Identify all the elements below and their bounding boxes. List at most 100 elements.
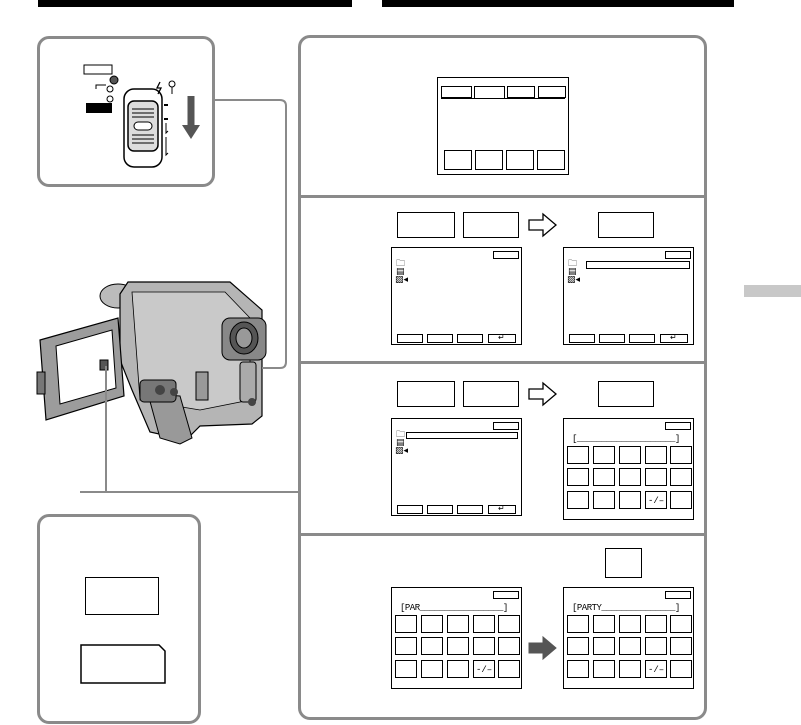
menu-key-1[interactable]	[444, 150, 472, 170]
keypad-key[interactable]	[593, 446, 615, 464]
key-1[interactable]	[397, 505, 423, 514]
keypad-key[interactable]	[421, 660, 443, 678]
step4-button[interactable]	[605, 548, 642, 578]
title-screen-2b: 🗀 ▤ ▨◂ ↵	[563, 247, 694, 345]
step2-button-c[interactable]	[598, 212, 654, 238]
keypad-key[interactable]	[473, 615, 495, 633]
key-2[interactable]	[427, 505, 453, 514]
highlight-bar	[406, 432, 518, 439]
key-2[interactable]	[599, 334, 625, 343]
keypad-key[interactable]	[593, 660, 615, 678]
keypad-key[interactable]	[447, 615, 469, 633]
menu-tab-2[interactable]	[474, 86, 505, 98]
keypad-key[interactable]	[670, 491, 692, 509]
keypad-key[interactable]	[567, 660, 589, 678]
panel-button-bottom[interactable]	[80, 644, 166, 684]
keypad-key[interactable]	[447, 660, 469, 678]
keypad-key[interactable]	[567, 468, 589, 486]
keypad-key[interactable]	[395, 660, 417, 678]
menu-key-4[interactable]	[537, 150, 565, 170]
section-tab-marker	[744, 285, 801, 297]
menu-key-2[interactable]	[475, 150, 503, 170]
name-field: [PARTY_______________]	[572, 603, 680, 613]
keypad-key[interactable]	[593, 491, 615, 509]
keypad-key[interactable]	[395, 615, 417, 633]
keypad-key[interactable]	[498, 660, 520, 678]
keypad-key[interactable]	[619, 491, 641, 509]
step3-button-a[interactable]	[397, 381, 455, 407]
keypad-key[interactable]	[619, 446, 641, 464]
page-indicator	[665, 251, 691, 259]
keypad-key[interactable]	[645, 615, 667, 633]
keypad-key[interactable]	[619, 637, 641, 655]
page-indicator	[493, 251, 519, 259]
keypad-special-key[interactable]: -/–	[473, 660, 495, 678]
page-indicator	[493, 591, 519, 599]
step3-button-b[interactable]	[463, 381, 519, 407]
keypad-key[interactable]	[619, 468, 641, 486]
divider-1	[300, 195, 705, 198]
keypad-key[interactable]	[473, 637, 495, 655]
keypad-key[interactable]	[645, 468, 667, 486]
folder-icon: 🗀	[568, 259, 578, 269]
keypad-key[interactable]	[593, 615, 615, 633]
key-3[interactable]	[629, 334, 655, 343]
key-2[interactable]	[427, 334, 453, 343]
keypad-key[interactable]	[567, 615, 589, 633]
step2-button-b[interactable]	[463, 212, 519, 238]
keypad-special-key[interactable]: -/–	[645, 491, 667, 509]
name-field: [PAR_________________]	[400, 603, 508, 613]
key-3[interactable]	[457, 505, 483, 514]
film-icon: ▤	[396, 438, 405, 448]
key-1[interactable]	[397, 334, 423, 343]
page-indicator	[493, 422, 519, 430]
keypad-key[interactable]	[447, 637, 469, 655]
special-key-label: -/–	[476, 665, 493, 675]
step3-button-c[interactable]	[598, 381, 654, 407]
keypad-special-key[interactable]: -/–	[645, 660, 667, 678]
return-key[interactable]: ↵	[660, 334, 688, 343]
keypad-key[interactable]	[619, 615, 641, 633]
keypad-key[interactable]	[567, 637, 589, 655]
menu-key-3[interactable]	[506, 150, 534, 170]
divider-2	[300, 361, 705, 364]
menu-screen	[437, 77, 569, 175]
keypad-key[interactable]	[421, 637, 443, 655]
step2-button-a[interactable]	[397, 212, 455, 238]
edit-icon: ▨◂	[395, 446, 409, 456]
keypad-key[interactable]	[619, 660, 641, 678]
film-icon: ▤	[568, 267, 577, 277]
keypad-key[interactable]	[498, 637, 520, 655]
keypad-key[interactable]	[593, 468, 615, 486]
return-key[interactable]: ↵	[488, 334, 516, 343]
header-bar-left	[38, 0, 352, 7]
keypad-key[interactable]	[670, 615, 692, 633]
keypad-key[interactable]	[670, 637, 692, 655]
keypad-key[interactable]	[645, 446, 667, 464]
return-key[interactable]: ↵	[488, 505, 516, 514]
key-1[interactable]	[569, 334, 595, 343]
page-indicator	[665, 591, 691, 599]
keypad-key[interactable]	[670, 446, 692, 464]
keypad-key[interactable]	[567, 446, 589, 464]
keypad-key[interactable]	[498, 615, 520, 633]
keypad-key[interactable]	[645, 637, 667, 655]
menu-tab-4[interactable]	[538, 86, 566, 98]
keypad-key[interactable]	[670, 660, 692, 678]
button-panel	[37, 514, 201, 724]
keypad-key[interactable]	[593, 637, 615, 655]
header-bar-right	[382, 0, 734, 7]
keypad-key[interactable]	[670, 468, 692, 486]
page-indicator	[665, 422, 691, 430]
special-key-label: -/–	[648, 665, 665, 675]
panel-button-top[interactable]	[85, 577, 159, 615]
edit-icon: ▨◂	[395, 275, 409, 285]
keypad-key[interactable]	[395, 637, 417, 655]
menu-rule	[441, 98, 565, 99]
menu-tab-3[interactable]	[507, 86, 535, 98]
highlight-bar	[586, 261, 690, 269]
menu-tab-1[interactable]	[441, 86, 472, 98]
keypad-key[interactable]	[567, 491, 589, 509]
key-3[interactable]	[457, 334, 483, 343]
keypad-key[interactable]	[421, 615, 443, 633]
